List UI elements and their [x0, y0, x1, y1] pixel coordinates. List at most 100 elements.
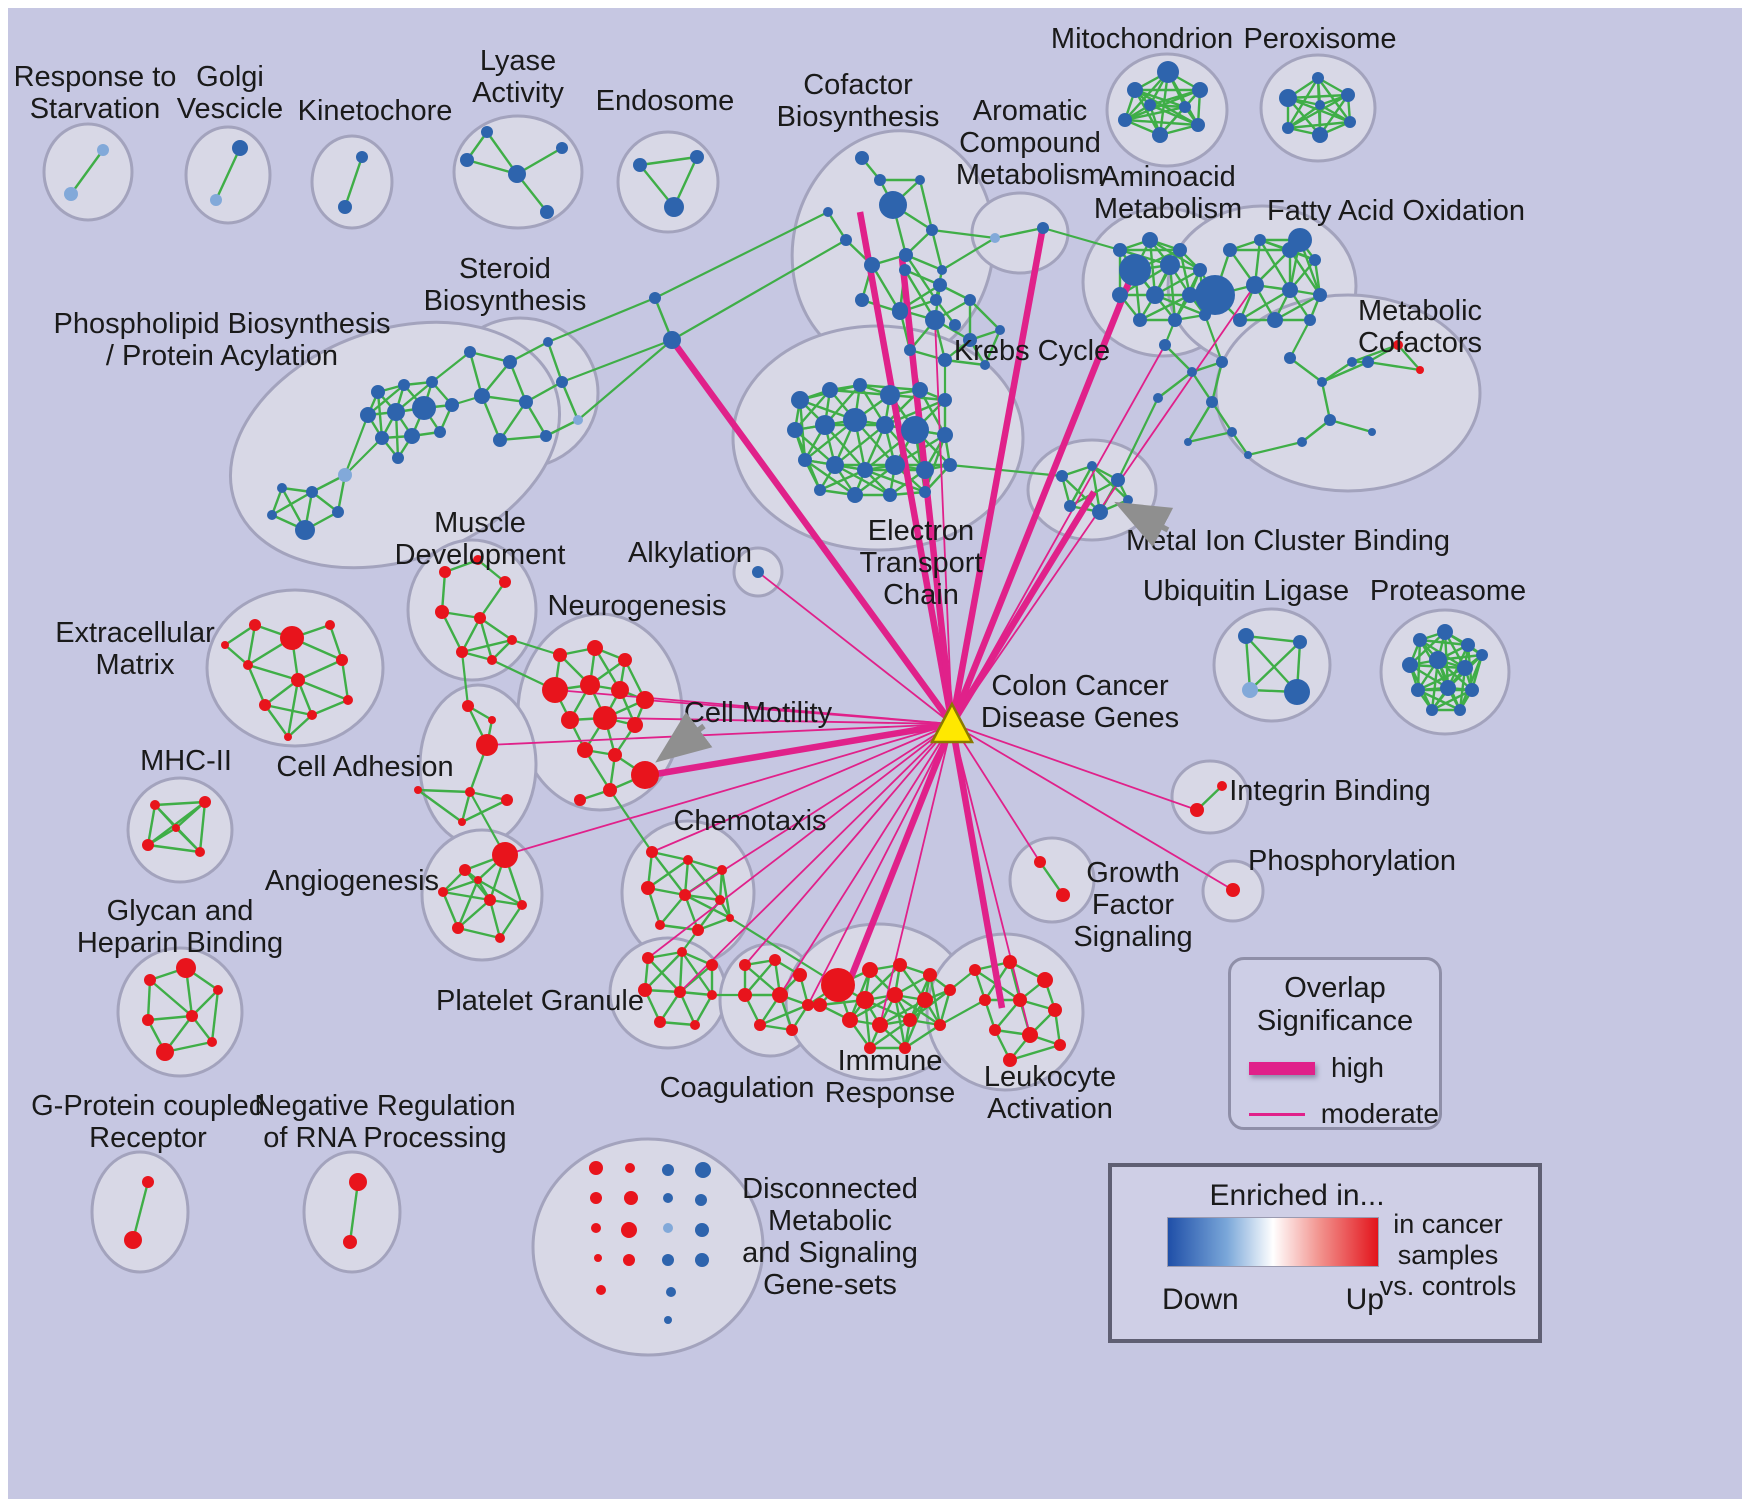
gene-set-node-neurogenesis [603, 783, 617, 797]
gene-set-node-disconnected-gene-sets [695, 1253, 709, 1267]
gene-set-node-kinetochore [338, 200, 352, 214]
gene-overlap-edge [1319, 94, 1349, 136]
gene-overlap-edge [469, 790, 508, 802]
gene-set-node-mitochondrion [1192, 82, 1208, 98]
gene-set-node-disconnected-gene-sets [591, 1223, 601, 1233]
gene-overlap-edge [561, 338, 673, 384]
gene-set-node-neurogenesis [574, 794, 586, 806]
gene-overlap-edge [340, 659, 350, 701]
gene-set-node-leukocyte-activation [1048, 1003, 1062, 1017]
gene-set-node-angiogenesis [459, 864, 471, 876]
gene-set-node-chemotaxis [679, 889, 691, 901]
gene-overlap-edge [499, 401, 527, 441]
disease-overlap-edge-moderate [951, 284, 1256, 725]
gene-set-node-disconnected-gene-sets [663, 1223, 673, 1233]
gene-set-node-response-to-starvation [97, 144, 109, 156]
gene-set-node-golgi-vescicle [232, 140, 248, 156]
gene-set-node-immune-response [887, 987, 903, 1003]
cluster-label-mitochondrion: Mitochondrion [1051, 23, 1233, 55]
gene-overlap-edge [210, 989, 220, 1043]
gene-set-node-aminoacid-metabolism [1133, 313, 1147, 327]
gene-set-node-metabolic-scatter [1187, 367, 1197, 377]
gene-set-node-fatty-acid-oxidation [1288, 228, 1312, 252]
gene-set-node-aminoacid-metabolism [1142, 232, 1158, 248]
gene-set-node-leukocyte-activation [1022, 1027, 1038, 1043]
gene-set-node-immune-response [842, 1012, 858, 1028]
cluster-ellipse-proteasome [1379, 608, 1511, 736]
gene-overlap-edge [654, 211, 829, 299]
gene-overlap-edge [1191, 371, 1213, 403]
cell-motility-pointer-arrow [655, 712, 713, 763]
gene-set-node-coagulation [738, 988, 752, 1002]
gene-set-node-steroid-biosynthesis [556, 376, 568, 388]
cluster-ellipse-disconnected-gene-sets [531, 1137, 765, 1357]
gene-overlap-edge [794, 389, 831, 431]
gene-set-node-coagulation [802, 999, 814, 1011]
gene-set-node-peroxisome [1315, 100, 1325, 110]
gene-set-node-phospholipid-biosynthesis [412, 396, 436, 420]
gene-overlap-edge [1249, 641, 1301, 691]
gene-overlap-edge [1244, 635, 1252, 691]
gene-set-node-lyase-activity [481, 126, 493, 138]
gene-set-node-electron-transport-chain [843, 408, 867, 432]
gene-overlap-edge [348, 1181, 360, 1243]
note-line1: in cancer [1393, 1209, 1503, 1239]
gene-set-node-electron-transport-chain [853, 378, 867, 392]
gene-set-node-proteasome [1440, 680, 1456, 696]
gene-overlap-edge [479, 617, 513, 641]
gene-overlap-edge [149, 979, 193, 1017]
gene-overlap-edge [311, 698, 349, 717]
gene-set-node-fatty-acid-oxidation [1309, 254, 1321, 266]
gene-set-node-proteasome [1457, 660, 1473, 676]
gene-set-node-aminoacid-metabolism [1119, 254, 1151, 286]
gene-set-node-disconnected-gene-sets [625, 1163, 635, 1173]
gene-set-node-proteasome [1437, 624, 1453, 640]
gene-set-node-growth-factor-signaling [1056, 888, 1070, 902]
gene-overlap-edge [499, 904, 523, 939]
gene-set-node-krebs-cycle [933, 278, 947, 292]
gene-overlap-edge [343, 414, 370, 476]
gene-set-node-extracellular-matrix [259, 699, 271, 711]
gene-set-node-immune-response [917, 992, 933, 1008]
gene-set-node-chemotaxis [692, 924, 704, 936]
gene-set-node-aminoacid-metabolism [1146, 286, 1164, 304]
gene-set-node-electron-transport-chain [826, 456, 844, 474]
gene-overlap-edge [457, 899, 491, 929]
gene-set-node-proteasome [1426, 704, 1438, 716]
gene-overlap-edge [744, 959, 776, 996]
gene-set-node-ubiquitin-ligase [1293, 635, 1307, 649]
gene-overlap-edge [175, 801, 206, 829]
gene-overlap-edge [442, 878, 479, 894]
gene-set-node-phospholipid-biosynthesis [277, 483, 287, 493]
gene-set-node-metabolic-cofactors [1393, 340, 1403, 350]
gene-set-node-extracellular-matrix [221, 641, 229, 649]
enrichment-legend-title: Enriched in... [1209, 1179, 1385, 1212]
gene-overlap-edge [1164, 344, 1193, 373]
gene-set-node-cofactor-biosynthesis [823, 207, 833, 217]
gene-set-node-negative-regulation-rna [349, 1173, 367, 1191]
gene-set-node-metal-ion-cluster-binding [1092, 504, 1108, 520]
gene-set-node-alkylation [752, 566, 764, 578]
gene-overlap-edge [1431, 688, 1473, 712]
gene-set-node-steroid-biosynthesis [540, 430, 552, 442]
gene-set-node-platelet-granule [638, 983, 652, 997]
layer-pink [486, 211, 1256, 1036]
gene-set-node-extracellular-matrix [249, 619, 261, 631]
gene-set-node-leukocyte-activation [989, 1024, 1001, 1036]
gene-set-node-steroid-biosynthesis [573, 415, 583, 425]
gene-set-node-immune-response [944, 984, 956, 996]
gene-overlap-edge [729, 917, 839, 986]
gene-set-node-platelet-granule [654, 1016, 666, 1028]
gene-overlap-edge [1149, 103, 1199, 127]
gene-overlap-edge [441, 891, 460, 929]
gene-set-node-fatty-acid-oxidation [1254, 234, 1266, 246]
gene-set-node-cell-adhesion [458, 818, 466, 826]
gene-overlap-edge [864, 468, 926, 494]
gene-set-node-metabolic-cofactors [1368, 428, 1376, 436]
gene-overlap-edge [344, 437, 383, 476]
